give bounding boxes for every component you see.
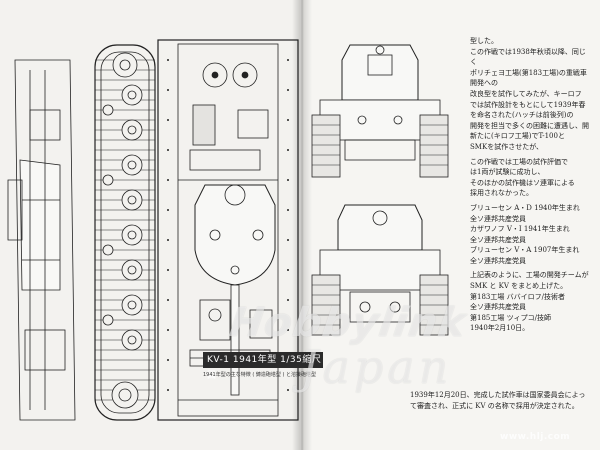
article-line: ブリューセン V・A 1907年生まれ (470, 246, 580, 255)
article-line: この作戦では工場の試作評価で (470, 157, 568, 166)
article-line: 第183工場 ババイロフ/技術者 (470, 292, 565, 301)
article-line: 全ソ連邦共産党員 (470, 214, 526, 223)
article-line: 新たに(キロフ工場)でT-100と (470, 132, 565, 141)
figure-caption-note: 1941年型の主な特徴 ( 鋳造砲塔型 ) と溶接砲塔型 (203, 372, 316, 378)
front-view-upper (311, 44, 449, 178)
watermark-url: www.hlj.com (500, 432, 571, 442)
article-line: 開発を担当で多くの困難に遭遇し、開 (470, 121, 589, 130)
article-line: カザワノフ V・I 1941年生まれ (470, 225, 570, 234)
article-line: ポリチェヨ工場(第183工場)の重戦車開発への (470, 68, 587, 88)
article-line: は1両が試験に成功し、 (470, 168, 545, 177)
top-view-hull (157, 39, 299, 421)
book-gutter-shadow (292, 0, 312, 450)
article-line: そのほかの試作機はソ連軍による (470, 178, 575, 187)
rear-view-lower (311, 204, 449, 336)
article-line: この作戦では1938年秋頃以降、同じく (470, 47, 586, 67)
article-line: 全ソ連邦共産党員 (470, 235, 526, 244)
article-line: 上記表のように、工場の開発チームが (470, 271, 589, 280)
article-line: 採用されなかった。 (470, 189, 533, 198)
figure-caption-title: KV-1 1941年型 1/35縮尺図 (203, 352, 323, 381)
article-line: 第185工場 ツィプコ/技師 (470, 313, 551, 322)
article-line: では試作設計をもとにして1939年春 (470, 100, 586, 109)
article-line: SMK と KV をまとめ上げた。 (470, 282, 568, 291)
article-bottom-paragraph: 1939年12月20日、完成した試作車は国家委員会によって審査され、正式に KV… (410, 391, 586, 410)
side-view-partial (7, 59, 76, 421)
article-line: 全ソ連邦共産党員 (470, 256, 526, 265)
article-line: SMKを試作させたが、 (470, 142, 544, 151)
article-line: 改良型を試作してみたが、キーロフ (470, 89, 582, 98)
article-line: を命名された(ハッチは前後列)の (470, 111, 574, 120)
article-text-column: 型した。 この作戦では1938年秋頃以降、同じく ポリチェヨ工場(第183工場)… (470, 36, 592, 334)
article-line: 型した。 (470, 37, 498, 45)
track-side-view (94, 44, 156, 421)
article-line: 全ソ連邦共産党員 (470, 303, 526, 312)
article-line: ブリューセン A・D 1940年生まれ (470, 203, 580, 212)
article-line: 1940年2月10日。 (470, 324, 530, 333)
